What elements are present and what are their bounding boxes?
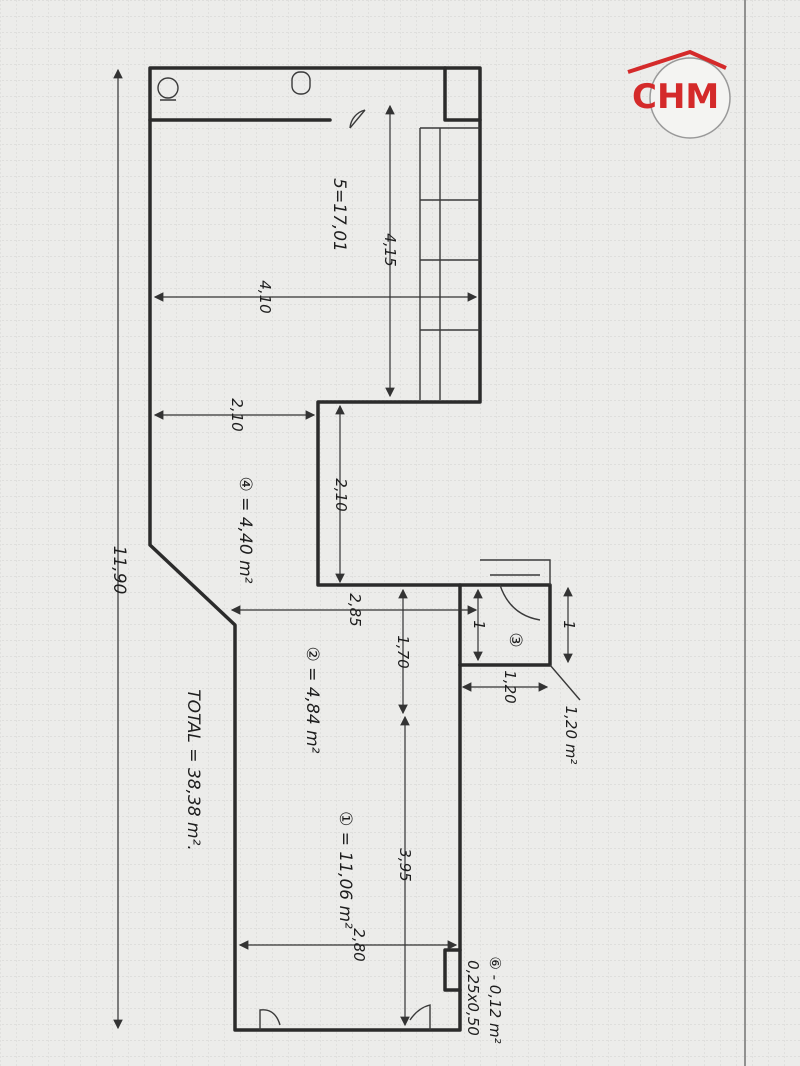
dim-2-85: 2,85	[346, 593, 364, 626]
chm-logo: CHM	[627, 49, 731, 139]
room3-area: 1,20 m²	[562, 706, 580, 765]
room5-area: 5=17,01	[329, 178, 349, 252]
dim-4-15: 4,15	[381, 233, 399, 266]
wall-niche	[443, 66, 482, 122]
room6-area: ⑥ - 0,12 m²	[486, 956, 504, 1043]
dim-1-70: 1,70	[394, 635, 412, 668]
dimension-lines	[113, 68, 573, 1030]
labels: 5=17,01 4,15 4,10 2,10 2,10 ④ = 4,40 m² …	[109, 178, 580, 1043]
dim-4-10: 4,10	[256, 280, 274, 313]
room3-number: ③	[505, 632, 525, 647]
door-swing	[349, 109, 366, 129]
room4-area: ④ = 4,40 m²	[235, 477, 255, 584]
room3-leader	[549, 664, 581, 701]
dim-1-b: 1	[560, 620, 578, 630]
room2-area: ② = 4,84 m²	[302, 647, 322, 754]
sink-icon	[291, 71, 311, 95]
room3-fixture	[480, 559, 551, 585]
total-area: TOTAL = 38,38 m².	[183, 689, 203, 851]
room1-area: ① = 11,06 m²	[335, 811, 355, 929]
door-swing-bottom	[259, 1009, 281, 1030]
dim-2-80: 2,80	[350, 928, 368, 961]
niche-room6	[443, 948, 462, 992]
room6-size: 0,25x0,50	[464, 960, 482, 1036]
dim-1-a: 1	[470, 620, 488, 630]
door-swing-room3	[499, 584, 541, 621]
dim-11-90: 11,90	[109, 546, 129, 595]
dim-2-10-vertical: 2,10	[332, 478, 350, 511]
dim-2-10-horizontal: 2,10	[228, 398, 246, 431]
svg-text:CHM: CHM	[632, 77, 719, 117]
toilet-icon	[157, 77, 179, 101]
dim-1-20: 1,20	[501, 670, 519, 703]
dim-3-95: 3,95	[396, 848, 414, 881]
door-swing-bottom-right	[409, 1004, 431, 1030]
stairs	[419, 127, 480, 400]
